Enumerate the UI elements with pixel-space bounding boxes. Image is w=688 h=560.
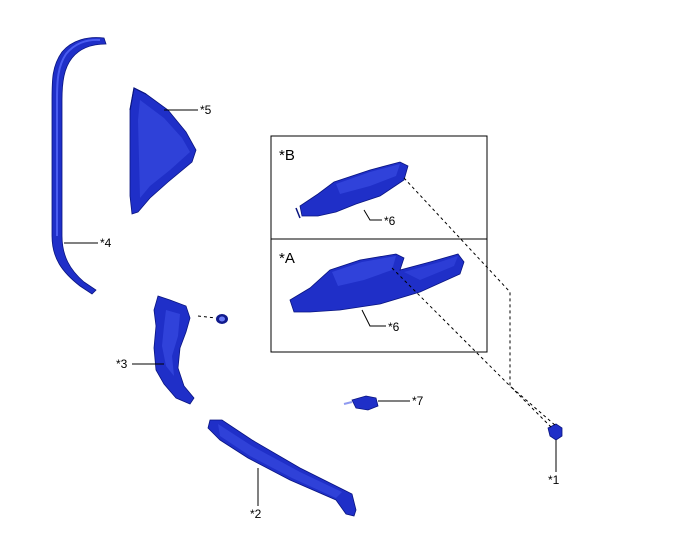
box-a-frame	[270, 238, 488, 353]
part-2-lower-garnish	[207, 419, 357, 517]
part-5-upper-panel	[129, 87, 197, 215]
callout-6-box-b: *6	[384, 214, 396, 228]
leader-lines	[64, 109, 557, 506]
callout-7: *7	[412, 394, 424, 408]
part-4-garnish-rail	[51, 37, 107, 295]
callout-1: *1	[548, 473, 560, 487]
part-6-variant-b	[295, 161, 409, 219]
callout-3: *3	[116, 357, 128, 371]
part-1-clip	[547, 423, 563, 441]
callout-4: *4	[100, 236, 112, 250]
box-b-label: *B	[279, 147, 295, 164]
part-6-variant-a	[289, 253, 465, 313]
part-7-bracket	[343, 395, 379, 411]
callout-2: *2	[250, 507, 262, 521]
part-3-pillar-garnish	[153, 295, 195, 405]
clip-part	[216, 314, 228, 324]
callout-5: *5	[200, 103, 212, 117]
callout-6-box-a: *6	[388, 320, 400, 334]
box-a-label: *A	[279, 250, 295, 267]
